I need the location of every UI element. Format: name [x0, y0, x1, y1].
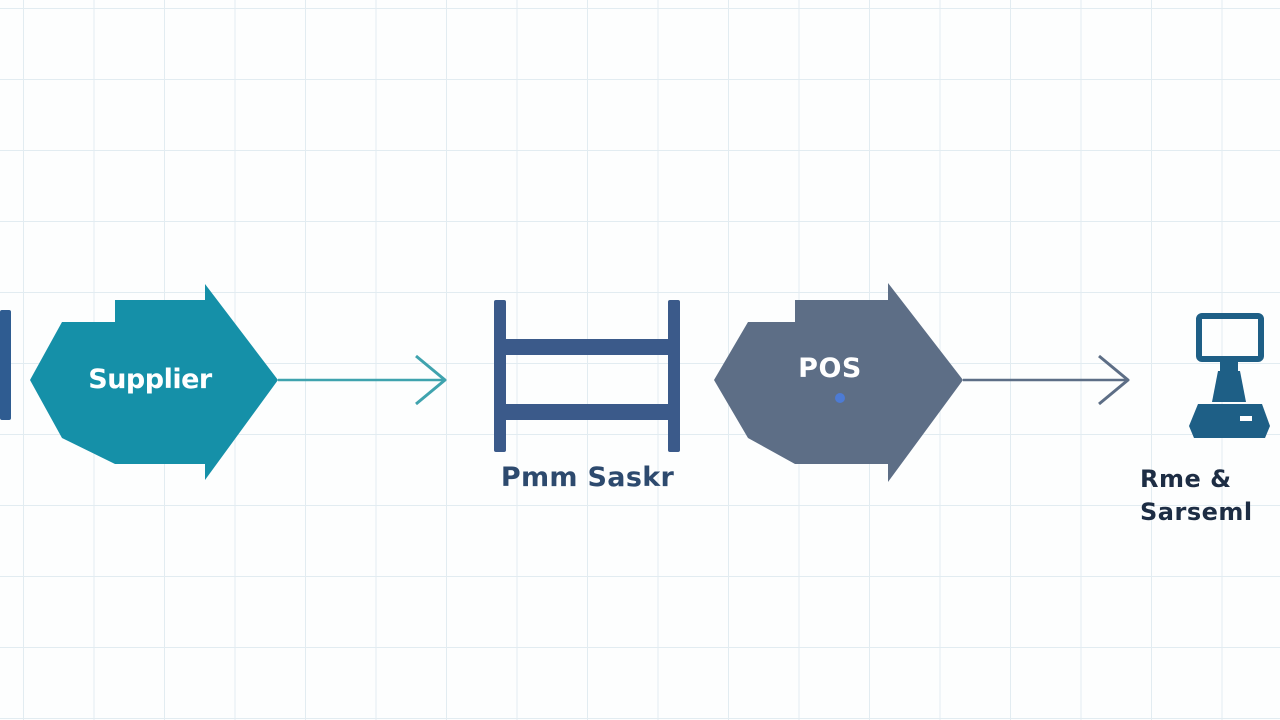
shelf-icon: [494, 300, 680, 452]
terminal-label-line-2: Sarseml: [1140, 498, 1253, 526]
pos-to-terminal-arrow: [963, 354, 1130, 406]
supplier-label: Supplier: [88, 364, 212, 395]
terminal-label-line-1: Rme &: [1140, 465, 1232, 493]
pos-indicator-dot: [835, 393, 845, 403]
left-partial-node: [0, 310, 11, 420]
terminal-label: Rme & Sarseml: [1140, 463, 1253, 529]
supplier-to-rack-arrow: [278, 354, 447, 406]
rack-label: Pmm Saskr: [500, 462, 675, 493]
pos-label: POS: [798, 353, 862, 384]
pos-node[interactable]: [714, 283, 963, 482]
supplier-node[interactable]: [30, 284, 278, 480]
pos-terminal-icon: [1189, 313, 1270, 438]
